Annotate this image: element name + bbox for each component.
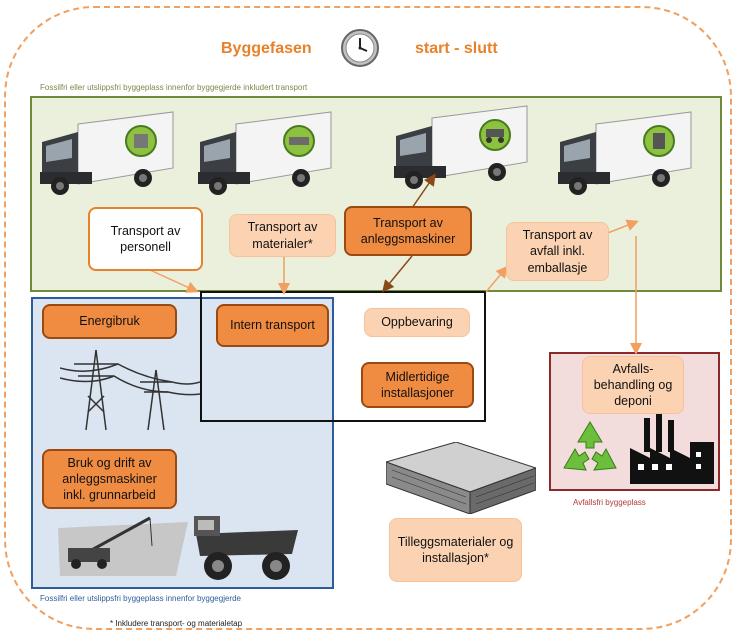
- midlertidige-installasjoner-box: Midlertidige installasjoner: [361, 362, 474, 408]
- green-zone-caption: Fossilfri eller utslippsfri byggeplass i…: [40, 83, 308, 92]
- construction-phase-boundary: [4, 6, 732, 630]
- transport-anleggsmaskiner-box: Transport av anleggsmaskiner: [344, 206, 472, 256]
- transport-materialer-box: Transport av materialer*: [229, 214, 336, 257]
- power-pylon-icon: [59, 342, 201, 437]
- recycle-icon: [558, 418, 622, 487]
- energibruk-box: Energibruk: [42, 304, 177, 339]
- pink-zone-caption: Avfallsfri byggeplass: [573, 498, 646, 507]
- crane-icon: [58, 512, 188, 581]
- clock-icon: [340, 28, 380, 68]
- bruk-og-drift-box: Bruk og drift av anleggsmaskiner inkl. g…: [42, 449, 177, 509]
- truck-materials-icon: [196, 106, 338, 201]
- phase-subtitle: start - slutt: [415, 40, 498, 57]
- blue-zone-caption: Fossilfri eller utslippsfri byggeplass i…: [40, 594, 241, 603]
- truck-people-icon: [38, 106, 180, 201]
- oppbevaring-box: Oppbevaring: [364, 308, 470, 337]
- footnote: * Inkludere transport- og materialetap: [110, 619, 243, 628]
- intern-transport-box: Intern transport: [216, 304, 329, 347]
- lumber-stack-icon: [384, 441, 538, 519]
- factory-icon: [630, 412, 714, 489]
- phase-title: Byggefasen: [221, 40, 312, 57]
- tilleggsmaterialer-box: Tilleggsmaterialer og installasjon*: [389, 518, 522, 582]
- transport-personell-box: Transport av personell: [88, 207, 203, 271]
- internal-zone: [200, 291, 486, 422]
- truck-waste-icon: [556, 106, 698, 201]
- transport-avfall-box: Transport av avfall inkl. emballasje: [506, 222, 609, 281]
- personnel-flow-arrow: [149, 269, 199, 293]
- truck-machine-icon: [392, 100, 534, 195]
- avfallsbehandling-box: Avfalls-behandling og deponi: [582, 356, 684, 414]
- machine-flow-arrow: [382, 173, 436, 293]
- dump-truck-icon: [186, 510, 306, 589]
